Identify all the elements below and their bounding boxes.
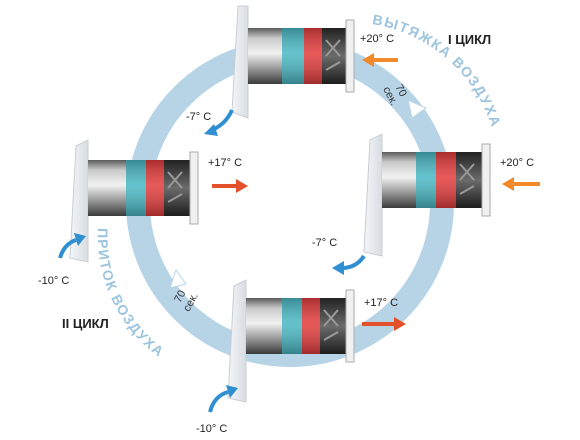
timer-top-right-value: 70 (392, 82, 408, 98)
ring-arrowhead-bottom (169, 268, 187, 289)
airflow-arrow-right-cold-out (332, 254, 366, 275)
wall-plate-left (69, 139, 89, 263)
temp-top-out: +20° C (360, 33, 394, 45)
fan-blades-left (167, 171, 183, 203)
ventilation-unit-left (69, 139, 199, 263)
grille-right (481, 143, 491, 217)
arc-label-exhaust: ВЫТЯЖКА ВОЗДУХА (371, 11, 504, 129)
fan-top (322, 28, 346, 84)
airflow-arrow-right-warm-in (502, 177, 540, 191)
ventilation-unit-right (363, 133, 491, 257)
temp-left-in: -10° C (38, 275, 69, 287)
wall-plate-top (231, 5, 249, 119)
airflow-arrow-left-cold-in (58, 233, 86, 259)
core-shade-left (126, 160, 164, 216)
cycle-label-two: II ЦИКЛ (62, 316, 109, 331)
core-shade-bottom (282, 298, 320, 354)
arc-label-exhaust-text: ВЫТЯЖКА ВОЗДУХА (371, 11, 503, 129)
fan-left (164, 160, 190, 216)
intake-tube-bottom (246, 298, 282, 354)
airflow-arrow-bottom-warm-out (362, 317, 406, 331)
fan-blades-right (459, 163, 475, 195)
intake-tube-right (382, 152, 416, 208)
fan-blades-top (325, 39, 341, 71)
airflow-arrow-top-cold-out (204, 109, 234, 136)
fan-blades-bottom (323, 309, 339, 341)
grille-top (345, 19, 355, 93)
fan-bottom (320, 298, 346, 354)
intake-tube-top (248, 28, 282, 84)
temp-left-out: +17° C (208, 157, 242, 169)
temp-top-in: -7° C (186, 111, 211, 123)
temp-right-out: +20° C (500, 157, 534, 169)
intake-tube-left (88, 160, 126, 216)
airflow-arrow-bottom-cold-in (208, 385, 238, 413)
ventilation-unit-top (231, 5, 355, 119)
airflow-arrow-left-warm-out (212, 179, 248, 193)
grille-left (189, 151, 199, 225)
cycle-label-one: I ЦИКЛ (448, 32, 491, 47)
fan-right (456, 152, 482, 208)
wall-plate-right (363, 133, 383, 257)
temp-bottom-out: +17° C (364, 297, 398, 309)
wall-plate-bottom (227, 279, 247, 403)
core-shade-right (416, 152, 456, 208)
ring-arrowhead-top (407, 99, 428, 119)
temp-bottom-in: -10° C (196, 423, 227, 435)
ventilation-unit-bottom (227, 279, 355, 403)
airflow-arrow-top-warm-in (362, 53, 398, 67)
timer-bottom-left-value: 70 (172, 288, 188, 304)
temp-right-in: -7° C (312, 237, 337, 249)
core-shade-top (282, 28, 322, 84)
grille-bottom (345, 289, 355, 363)
